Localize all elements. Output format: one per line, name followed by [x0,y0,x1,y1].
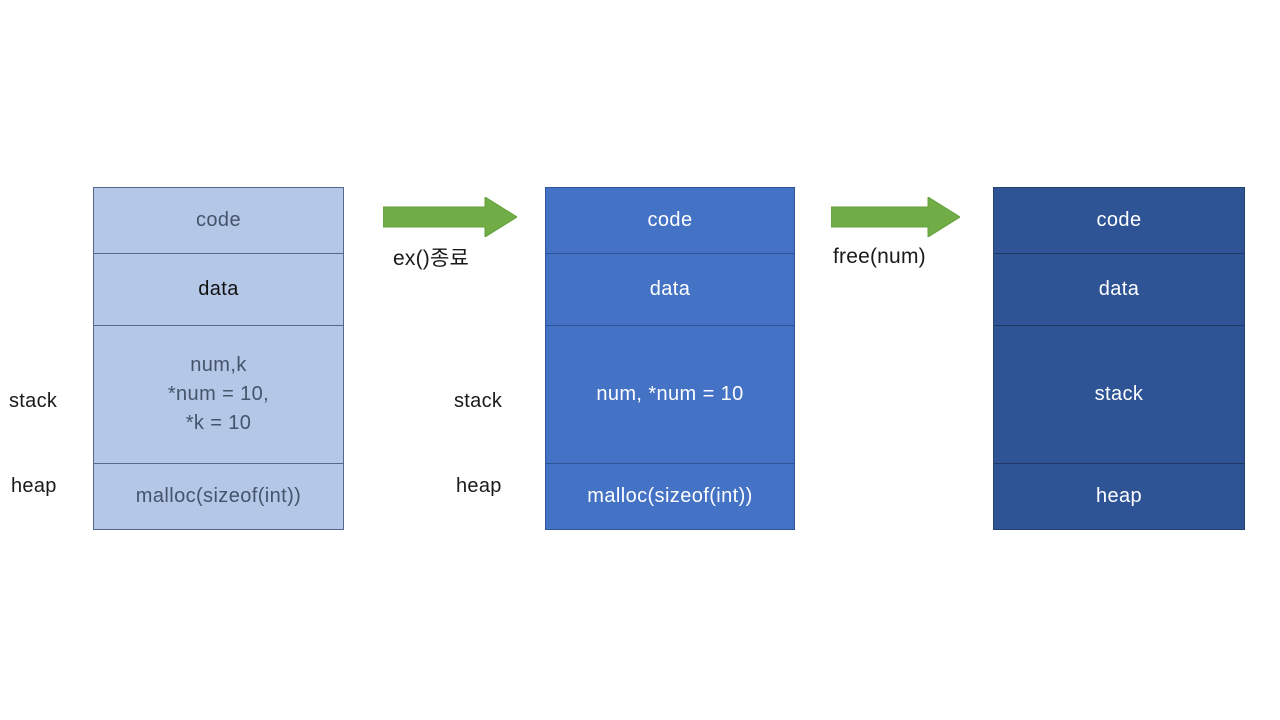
segment-heap: malloc(sizeof(int)) [546,463,794,529]
stack-content-line: num,k [190,354,247,376]
arrow2-label: free(num) [833,245,926,268]
segment-heap: malloc(sizeof(int)) [94,463,343,529]
heap-content-line: malloc(sizeof(int)) [135,485,302,507]
segment-stack-label: stack [1094,383,1144,405]
stack-content-line: *k = 10 [185,412,252,434]
memory-diagram-stage-1: code data num,k *num = 10, *k = 10 mallo… [93,187,344,530]
segment-stack: stack [994,325,1244,463]
memory-diagram-stage-3: code data stack heap [993,187,1245,530]
memory-diagram-stage-2: code data num, *num = 10 malloc(sizeof(i… [545,187,795,530]
right-arrow-icon [831,197,960,237]
segment-code: code [94,188,343,253]
segment-code-label: code [196,209,241,231]
segment-code-label: code [647,209,693,231]
segment-data: data [994,253,1244,325]
stack-content-line: *num = 10, [167,383,270,405]
segment-data-label: data [1098,278,1140,300]
segment-code: code [994,188,1244,253]
stage2-heap-side-label: heap [456,475,502,497]
segment-data: data [94,253,343,325]
segment-heap: heap [994,463,1244,529]
stage1-heap-side-label: heap [11,475,57,497]
segment-code-label: code [1096,209,1142,231]
stage1-stack-side-label: stack [9,390,58,412]
segment-stack: num, *num = 10 [546,325,794,463]
arrow1-label: ex()종료 [393,247,470,270]
segment-stack: num,k *num = 10, *k = 10 [94,325,343,463]
stack-content-line: num, *num = 10 [596,383,744,405]
right-arrow-icon [383,197,517,237]
heap-content-line: malloc(sizeof(int)) [587,485,753,507]
segment-data-label: data [649,278,691,300]
segment-data: data [546,253,794,325]
segment-code: code [546,188,794,253]
segment-heap-label: heap [1095,485,1143,507]
segment-data-label: data [198,278,239,300]
stage2-stack-side-label: stack [454,390,503,412]
